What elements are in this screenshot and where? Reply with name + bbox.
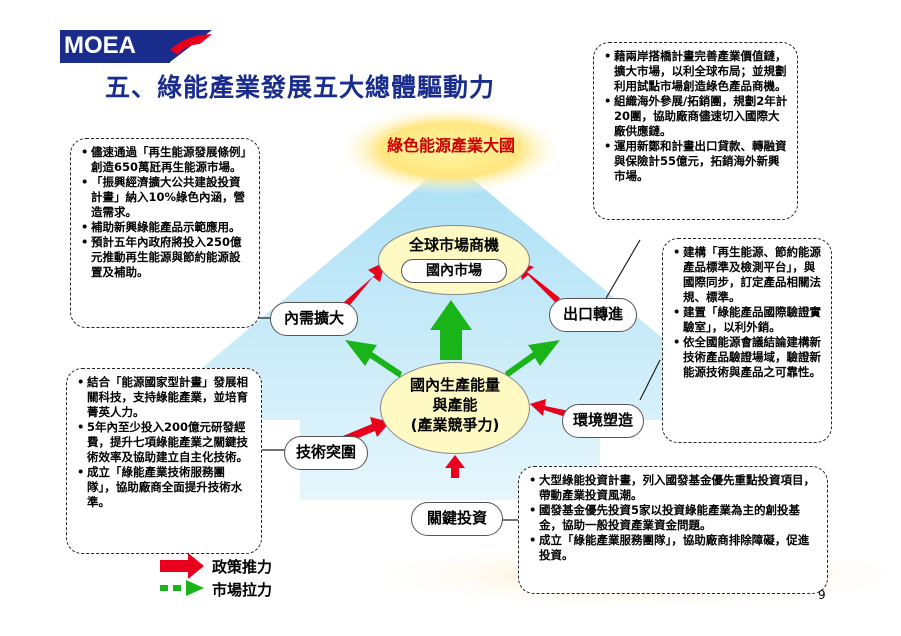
legend-market-label: 市場拉力 [212,581,273,599]
node-export: 出口轉進 [549,298,637,332]
note-domestic-demand: 儘速通過「再生能源發展條例」創造650萬瓩再生能源市場。 「振興經濟擴大公共建設… [70,138,260,328]
global-market-label: 全球市場商機 [408,236,499,254]
note-item: 結合「能源國家型計畫」發展相關科技，支持綠能產業，並培育菁英人力。 [77,375,253,420]
goal-label: 綠色能源產業大國 [386,136,515,155]
note-item: 儘速通過「再生能源發展條例」創造650萬瓩再生能源市場。 [81,145,251,175]
note-item: 國發基金優先投資5家以投資綠能產業為主的創投基金，協助一般投資產業資金問題。 [529,503,819,533]
legend-green-arrow-2 [173,585,181,591]
legend-red-arrow [160,553,204,579]
red-arrow-invest-to-center [445,455,465,478]
note-item: 建構「再生能源、節約能源產品標準及檢測平台」，與國際同步，訂定產品相關法規、標準… [673,245,823,305]
pointer-topright [604,239,641,301]
note-item: 「振興經濟擴大公共建設投資計畫」納入10%綠色內涵，營造需求。 [81,175,251,220]
note-export: 藉兩岸搭橋計畫完善產業價值鏈，擴大市場，以利全球布局；並規劃利用試點市場創造綠色… [593,42,798,220]
note-item: 成立「綠能產業技術服務團隊」，協助廠商全面提升技術水準。 [77,465,253,510]
pointer-midright [639,359,661,401]
green-arrow-center-up [430,300,472,360]
node-tech: 技術突圍 [284,436,368,470]
note-item: 預計五年內政府將投入250億元推動再生能源與節約能源設置及補助。 [81,235,251,280]
note-environment: 建構「再生能源、節約能源產品標準及檢測平台」，與國際同步，訂定產品相關法規、標準… [662,238,832,443]
note-item: 建置「綠能產品國際驗證實驗室」，以利外銷。 [673,305,823,335]
center-line-3: (產業競爭力) [410,416,500,434]
note-item: 成立「綠能產業服務團隊」，協助廠商排除障礙，促進投資。 [529,533,819,563]
node-environment: 環境塑造 [562,404,644,438]
green-arrow-center-left [345,340,402,378]
market-ellipse: 全球市場商機 國內市場 [378,225,530,295]
node-investment: 關鍵投資 [411,502,503,536]
note-item: 補助新興綠能產品示範應用。 [81,220,251,235]
note-item: 依全國能源會議結論建構新技術產品驗證場域，驗證新能源技術與產品之可靠性。 [673,335,823,380]
center-line-2: 與產能 [432,396,478,414]
note-investment: 大型綠能投資計畫，列入國發基金優先重點投資項目，帶動產業投資風潮。 國發基金優先… [518,466,828,594]
logo-red-swoosh [170,34,212,55]
note-tech: 結合「能源國家型計畫」發展相關科技，支持綠能產業，並培育菁英人力。 5年內至少投… [66,368,262,554]
node-domestic-demand: 內需擴大 [270,302,358,336]
production-capacity-ellipse: 國內生產能量 與產能 (產業競爭力) [380,362,530,454]
center-line-1: 國內生產能量 [409,376,500,394]
note-item: 大型綠能投資計畫，列入國發基金優先重點投資項目，帶動產業投資風潮。 [529,473,819,503]
note-item: 組織海外參展/拓銷團，規劃2年計20團，協助廠商儘速切入國際大廠供應鏈。 [604,94,789,139]
note-item: 運用新鄭和計畫出口貸款、轉融資與保險計55億元，拓銷海外新興市場。 [604,139,789,184]
note-item: 5年內至少投入200億元研發經費，提升七項綠能產業之關鍵技術效率及協助建立自主化… [77,420,253,465]
moea-logo: MOEA [60,30,152,62]
page-number: 9 [818,588,826,602]
note-item: 藉兩岸搭橋計畫完善產業價值鏈，擴大市場，以利全球布局；並規劃利用試點市場創造綠色… [604,49,789,94]
domestic-market-label: 國內市場 [401,259,507,283]
legend-green-arrow-head [186,580,204,596]
red-arrow-export-to-market [518,262,560,303]
legend-policy-label: 政策推力 [212,558,273,576]
sunburst [335,105,565,195]
legend-green-arrow [160,585,168,591]
page-title: 五、綠能產業發展五大總體驅動力 [105,73,496,102]
green-arrow-center-right [505,340,560,378]
